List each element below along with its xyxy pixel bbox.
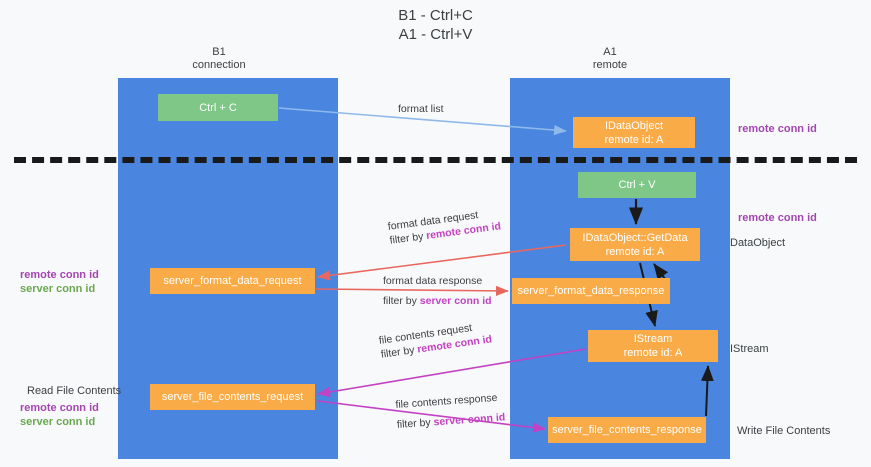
- annotation-server-conn-id: server conn id: [20, 416, 96, 428]
- annotation-istream: IStream: [730, 343, 769, 355]
- arrow-fileresp-to-istream: [701, 365, 714, 417]
- swimlane-b1-header: B1 connection: [192, 46, 246, 71]
- annotation-remote-conn-id: remote conn id: [20, 269, 99, 281]
- box-idataobject[interactable]: IDataObject remote id: A: [573, 117, 695, 148]
- filter-prefix: filter by: [383, 295, 420, 307]
- edge-label-format-list: format list: [398, 103, 444, 115]
- edge-label-line2: filter by server conn id: [383, 294, 492, 308]
- annotation-remote-conn-id-top: remote conn id: [738, 123, 817, 135]
- arrow-file-contents-request: [317, 348, 587, 398]
- filter-prefix: filter by: [396, 416, 434, 431]
- box-server-format-data-response[interactable]: server_format_data_response: [512, 278, 670, 304]
- annotation-write-file-contents: Write File Contents: [737, 425, 831, 437]
- swimlane-a1-header: A1 remote: [592, 46, 628, 71]
- box-ctrl-v[interactable]: Ctrl + V: [578, 172, 696, 198]
- annotation-server-conn-id: server conn id: [20, 283, 96, 295]
- arrow-file-contents-response: [317, 400, 546, 433]
- annotation-dataobject: DataObject: [730, 237, 786, 249]
- annotation-remote-conn-id-mid: remote conn id: [738, 212, 817, 224]
- arrow-format-data-response: [315, 285, 509, 296]
- phase-divider: [14, 157, 857, 163]
- diagram-title: B1 - Ctrl+C A1 - Ctrl+V: [398, 7, 473, 43]
- box-server-file-contents-request[interactable]: server_file_contents_request: [150, 384, 315, 410]
- arrow-format-data-request: [317, 244, 567, 281]
- annotation-remote-conn-id: remote conn id: [20, 402, 99, 414]
- box-idataobject-getdata[interactable]: IDataObject::GetData remote id: A: [570, 228, 700, 261]
- box-server-file-contents-response[interactable]: server_file_contents_response: [548, 417, 706, 443]
- arrow-format-list: [278, 107, 567, 136]
- box-server-format-data-request[interactable]: server_format_data_request: [150, 268, 315, 294]
- box-ctrl-c[interactable]: Ctrl + C: [158, 94, 278, 121]
- filter-key-server-conn-id: server conn id: [419, 295, 492, 307]
- edge-label-line1: format data response: [383, 275, 483, 287]
- annotation-conn-ids-top: remote conn id server conn id: [20, 268, 99, 296]
- annotation-conn-ids-bottom: remote conn id server conn id: [20, 401, 99, 429]
- box-istream[interactable]: IStream remote id: A: [588, 330, 718, 362]
- edge-label-format-data-response: format data response filter by server co…: [383, 274, 492, 308]
- annotation-read-file-contents: Read File Contents: [27, 385, 122, 397]
